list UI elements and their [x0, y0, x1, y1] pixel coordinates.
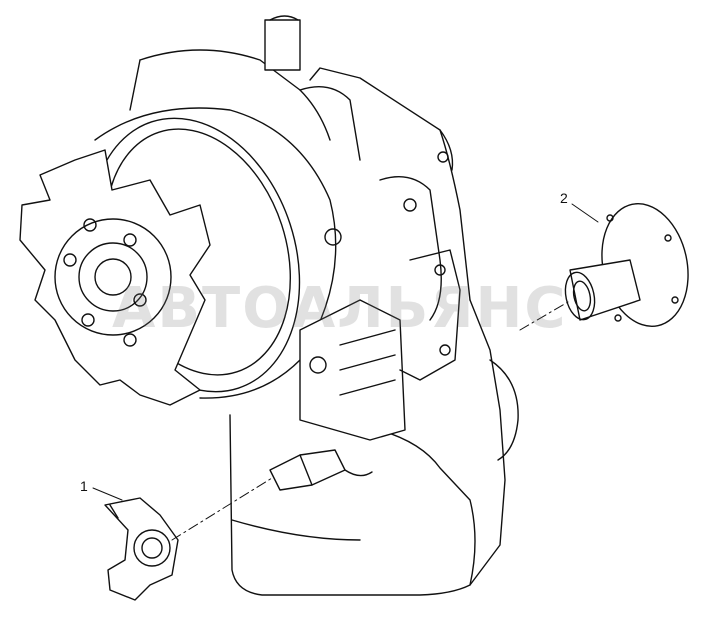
center-lines	[171, 301, 569, 541]
output-shaft	[269, 449, 373, 491]
gearbox-housing	[229, 67, 519, 596]
callout-label-2: 2	[560, 190, 568, 206]
leader-line-2	[571, 203, 599, 223]
flex-plate	[19, 149, 211, 406]
callout-label-1: 1	[80, 478, 88, 494]
part-2-flange	[564, 203, 689, 327]
leader-line-1	[92, 487, 123, 501]
watermark-text: АВТОАЛЬЯНС	[112, 276, 568, 341]
part-1-yoke	[104, 497, 179, 601]
valve-body	[299, 228, 461, 441]
